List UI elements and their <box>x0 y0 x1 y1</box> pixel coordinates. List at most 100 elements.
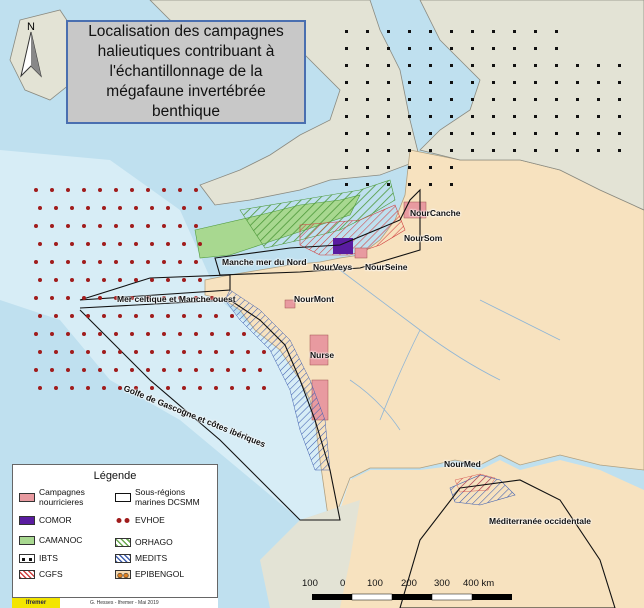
nurse-area-1 <box>309 334 329 366</box>
subregion-mediterranee <box>399 479 616 608</box>
ibts-square <box>345 81 348 84</box>
epibengol-hatch <box>224 289 331 471</box>
evhoe-dot <box>114 260 118 264</box>
ibts-square <box>492 64 495 67</box>
ibts-square <box>534 81 537 84</box>
ibts-square <box>471 81 474 84</box>
evhoe-dot <box>130 224 134 228</box>
label-mediterranee-occidentale: Méditerranée occidentale <box>489 516 592 526</box>
evhoe-dot <box>198 386 202 390</box>
ibts-square <box>471 98 474 101</box>
evhoe-dot <box>118 350 122 354</box>
ibts-square <box>471 149 474 152</box>
ibts-square <box>492 98 495 101</box>
evhoe-dot <box>198 350 202 354</box>
ibts-square <box>450 183 453 186</box>
ibts-square <box>555 115 558 118</box>
evhoe-dot <box>66 368 70 372</box>
evhoe-dot <box>82 260 86 264</box>
subregion-golfe-gascogne <box>79 299 341 521</box>
ibts-square <box>429 98 432 101</box>
evhoe-dot <box>134 278 138 282</box>
evhoe-dot <box>50 260 54 264</box>
ibts-square <box>429 30 432 33</box>
ibts-square <box>576 132 579 135</box>
swatch-cgfs <box>19 569 35 579</box>
evhoe-dot <box>166 386 170 390</box>
ibts-square <box>534 47 537 50</box>
ibts-square <box>555 98 558 101</box>
evhoe-dot <box>198 206 202 210</box>
evhoe-dot <box>102 314 106 318</box>
evhoe-dot <box>118 242 122 246</box>
scale-label-2: 100 <box>367 578 383 589</box>
ibts-square <box>555 81 558 84</box>
orhago-hatch <box>239 179 396 249</box>
scale-label-3: 200 <box>401 578 417 589</box>
evhoe-dot <box>118 386 122 390</box>
evhoe-dot <box>166 278 170 282</box>
evhoe-dot <box>194 260 198 264</box>
ibts-square <box>471 47 474 50</box>
swatch-campagnes <box>19 492 35 502</box>
ifremer-logo: Ifremer <box>12 598 60 608</box>
evhoe-dot <box>210 368 214 372</box>
evhoe-dot <box>146 260 150 264</box>
evhoe-dot <box>162 332 166 336</box>
evhoe-dot <box>146 368 150 372</box>
legend-item-medits: MEDITS <box>115 553 167 563</box>
ibts-square <box>618 81 621 84</box>
ibts-square <box>492 115 495 118</box>
evhoe-dot <box>86 314 90 318</box>
evhoe-dot <box>102 278 106 282</box>
legend-title: Légende <box>93 470 137 482</box>
ibts-square <box>513 64 516 67</box>
ibts-square <box>450 64 453 67</box>
evhoe-dot <box>50 332 54 336</box>
ibts-square <box>471 64 474 67</box>
ibts-square <box>492 81 495 84</box>
ibts-square <box>450 81 453 84</box>
evhoe-dot <box>134 206 138 210</box>
evhoe-dot <box>258 368 262 372</box>
evhoe-dot <box>82 368 86 372</box>
ibts-square <box>429 115 432 118</box>
ibts-square <box>429 64 432 67</box>
ibts-square <box>597 64 600 67</box>
ibts-square <box>366 149 369 152</box>
ibts-square <box>408 98 411 101</box>
land-ireland <box>9 9 81 101</box>
evhoe-dot <box>194 224 198 228</box>
ibts-square <box>597 132 600 135</box>
land-spain <box>260 500 360 608</box>
ibts-square <box>618 149 621 152</box>
ibts-square <box>513 47 516 50</box>
evhoe-dot <box>178 260 182 264</box>
ibts-square <box>408 183 411 186</box>
evhoe-dot <box>178 296 182 300</box>
label-nourseine: NourSeine <box>365 262 408 272</box>
ibts-square <box>492 30 495 33</box>
evhoe-dot <box>130 260 134 264</box>
subregion-mer-celtique <box>79 274 231 301</box>
evhoe-dot <box>194 296 198 300</box>
evhoe-dot <box>178 188 182 192</box>
label-manche-mer-du-nord: Manche mer du Nord <box>222 257 307 267</box>
evhoe-dot <box>182 206 186 210</box>
evhoe-dot <box>98 368 102 372</box>
ibts-square <box>534 132 537 135</box>
evhoe-dot <box>38 278 42 282</box>
evhoe-dot <box>194 188 198 192</box>
cgfs-area <box>299 204 406 256</box>
evhoe-dot <box>262 386 266 390</box>
ibts-square <box>534 115 537 118</box>
evhoe-dot <box>150 278 154 282</box>
ibts-square <box>429 183 432 186</box>
ibts-square <box>618 98 621 101</box>
swatch-ibts <box>19 553 35 563</box>
evhoe-dot <box>166 206 170 210</box>
legend-item-comor: COMOR <box>19 515 72 525</box>
evhoe-dot <box>182 350 186 354</box>
ibts-square <box>366 47 369 50</box>
